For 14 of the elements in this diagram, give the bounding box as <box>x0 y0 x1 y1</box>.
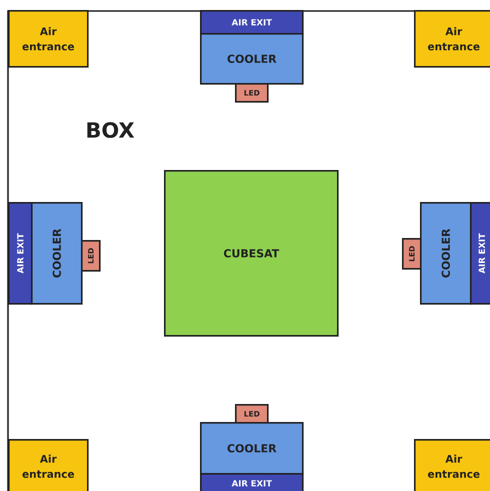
air-entrance-box: Air entrance <box>414 439 490 491</box>
air-entrance-box: Air entrance <box>8 10 89 68</box>
cooler-box: COOLER <box>200 422 304 475</box>
air-entrance-box: Air entrance <box>8 439 89 491</box>
cubesat-box: CUBESAT <box>164 170 339 337</box>
air-exit-box: AIR EXIT <box>200 473 304 491</box>
air-entrance-box: Air entrance <box>414 10 490 68</box>
air-exit-box: AIR EXIT <box>470 202 490 305</box>
cooler-box: COOLER <box>31 202 83 305</box>
cooler-box: COOLER <box>420 202 472 305</box>
cooler-box: COOLER <box>200 33 304 85</box>
box-heading: BOX <box>87 122 134 138</box>
air-exit-box: AIR EXIT <box>200 10 304 35</box>
air-exit-box: AIR EXIT <box>8 202 33 305</box>
